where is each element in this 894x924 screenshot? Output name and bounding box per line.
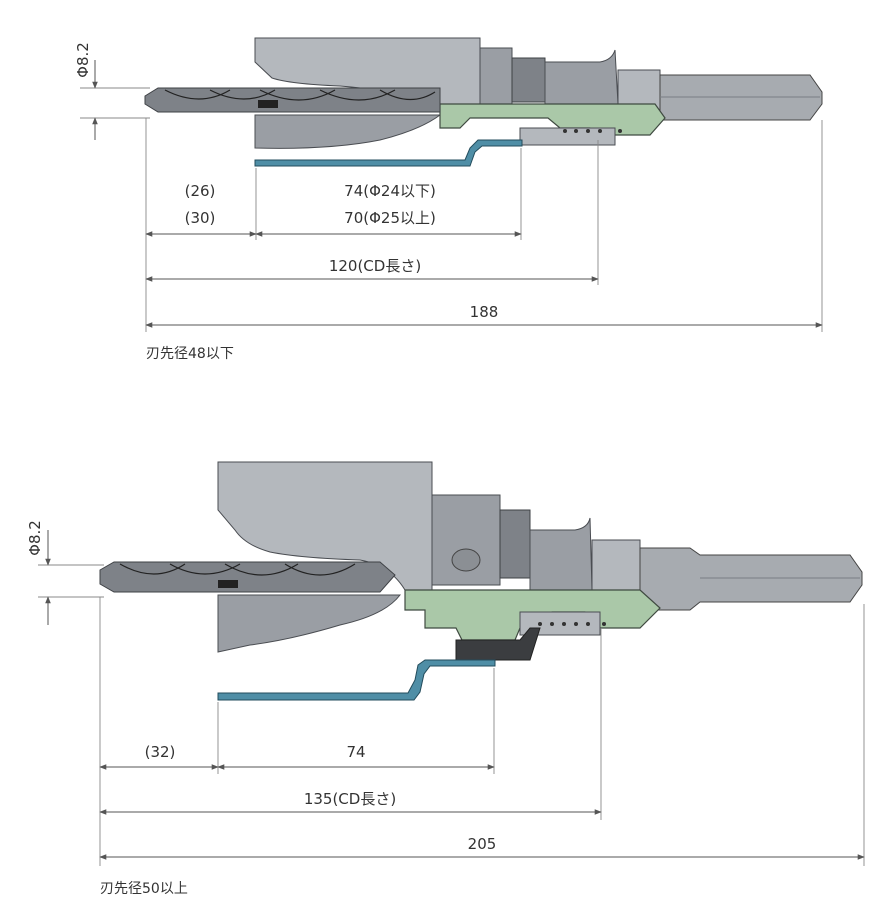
bottom-collar-2 [499, 509, 531, 579]
top-collar-2 [511, 57, 546, 103]
bottom-hex-shank [639, 547, 863, 611]
bottom-dim-cd: 135(CD長さ) [304, 790, 396, 808]
top-dim-b: (30) [185, 209, 216, 227]
top-dimensions [80, 60, 823, 332]
top-collar-3 [544, 49, 619, 105]
top-dim-total: 188 [470, 303, 499, 321]
bottom-core-drill-illustration [99, 461, 863, 701]
bottom-collar-1 [431, 494, 501, 586]
bottom-cutter-body [217, 461, 433, 591]
top-dim-c1: 74(Φ24以下) [344, 182, 436, 200]
bottom-caption: 刃先径50以上 [100, 881, 188, 897]
top-dim-c2: 70(Φ25以上) [344, 209, 436, 227]
bottom-collar-4 [591, 539, 641, 596]
bottom-dim-a: (32) [145, 743, 176, 761]
bottom-labels: Φ8.2 (32) 74 135(CD長さ) 205 刃先径50以上 [26, 520, 496, 897]
top-dim-cd: 120(CD長さ) [329, 257, 421, 275]
top-core-tube [254, 139, 523, 167]
bottom-dim-c: 74 [346, 743, 365, 761]
bottom-dim-total: 205 [468, 835, 497, 853]
top-collar-1 [479, 47, 513, 105]
top-caption: 刃先径48以下 [146, 346, 234, 362]
top-spring-housing [519, 127, 616, 146]
bottom-core-tube [217, 659, 496, 701]
bottom-collar-3 [529, 517, 593, 591]
bottom-dimensions [38, 530, 865, 866]
bottom-diameter-label: Φ8.2 [26, 520, 44, 556]
bottom-cutter-lower [217, 594, 402, 653]
top-dim-a: (26) [185, 182, 216, 200]
top-labels: Φ8.2 (26) (30) 74(Φ24以下) 70(Φ25以上) 120(C… [74, 42, 498, 362]
top-cutter-lower [254, 114, 442, 149]
top-core-drill-illustration [144, 37, 823, 167]
top-diameter-label: Φ8.2 [74, 42, 92, 78]
